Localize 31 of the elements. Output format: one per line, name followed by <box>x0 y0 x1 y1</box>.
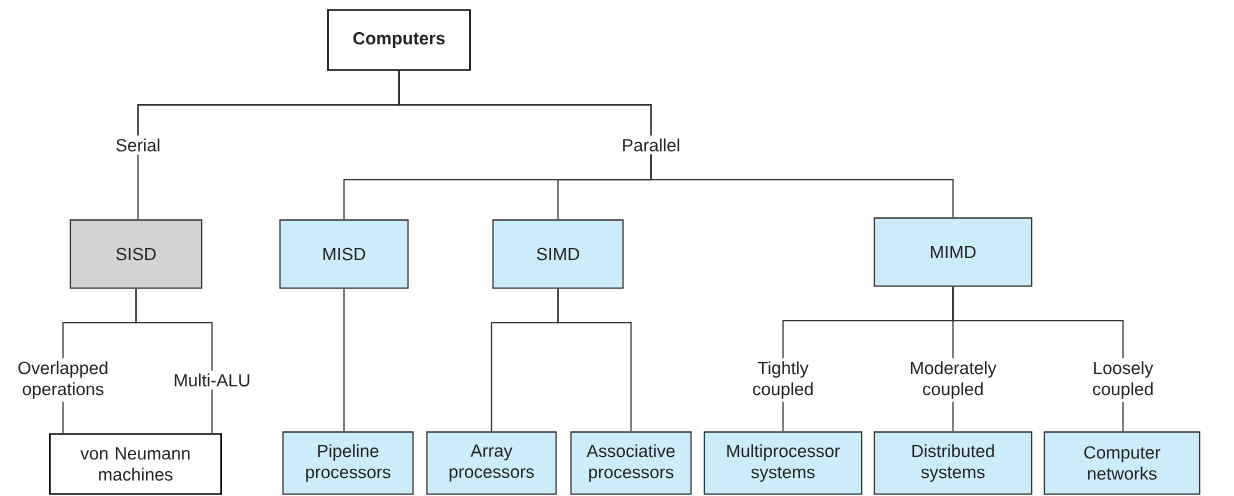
branch-label: Loosely coupled <box>1092 361 1154 399</box>
process-box: SIMD <box>492 219 624 289</box>
connector-line <box>782 401 784 432</box>
process-box: Distributed systems <box>873 431 1033 495</box>
connector-line <box>557 288 632 432</box>
branch-label: Tightly coupled <box>752 361 813 399</box>
process-box: von Neumann machines <box>49 433 222 495</box>
connector-line <box>952 286 1124 359</box>
connector-line <box>137 153 139 220</box>
connector-line <box>343 288 345 432</box>
branch-label: Serial <box>116 138 160 152</box>
process-box: SISD <box>69 219 203 289</box>
process-box: MIMD <box>873 217 1033 287</box>
connector-line <box>398 70 652 137</box>
connector-line <box>62 401 64 434</box>
branch-label: Parallel <box>623 138 680 152</box>
connector-line <box>135 288 213 372</box>
connector-line <box>1122 401 1124 432</box>
process-box: Pipeline processors <box>282 431 414 495</box>
process-box: MISD <box>279 219 409 289</box>
connector-line <box>211 388 213 434</box>
branch-label: Overlapped operations <box>18 361 108 399</box>
process-box: Computers <box>327 9 471 71</box>
branch-label: Multi-ALU <box>174 373 250 387</box>
connector-line <box>952 401 954 432</box>
process-box: Computer networks <box>1043 431 1201 495</box>
process-box: Multiprocessor systems <box>703 431 863 495</box>
connector-line <box>650 153 954 218</box>
process-box: Array processors <box>426 431 557 495</box>
process-box: Associative processors <box>570 431 692 495</box>
branch-label: Moderately coupled <box>910 361 997 399</box>
